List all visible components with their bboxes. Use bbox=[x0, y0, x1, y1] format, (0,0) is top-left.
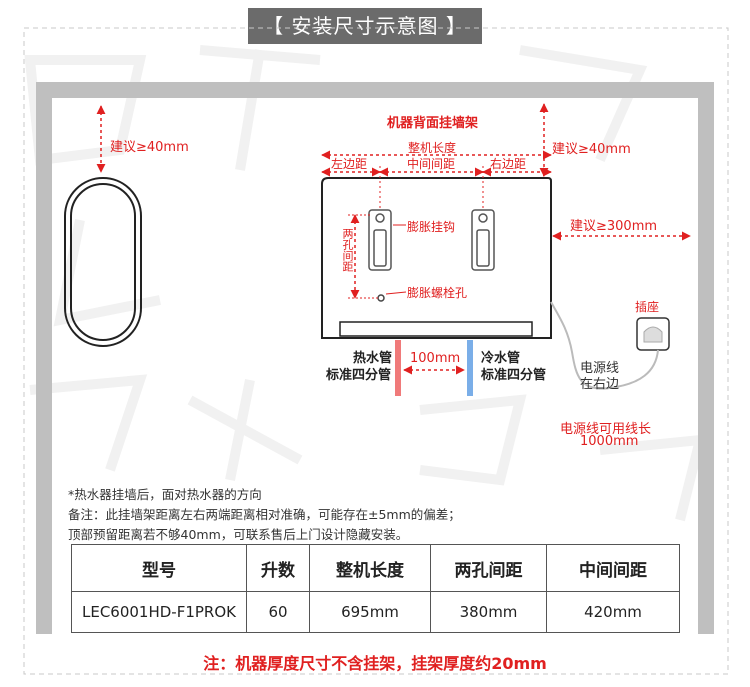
cord-length-label-1: 电源线可用线长 bbox=[560, 422, 652, 437]
hot-pipe-label-1: 热水管 bbox=[353, 351, 393, 366]
right-clearance-label: 建议≥300mm bbox=[570, 219, 658, 234]
power-cord-label-2: 在右边 bbox=[580, 377, 620, 392]
left-expansion-hook bbox=[368, 209, 392, 271]
note-line-3: 顶部预留距离若不够40mm，可联系售后上门设计隐藏安装。 bbox=[68, 527, 409, 542]
footer-note: 注：机器厚度尺寸不含挂架，挂架厚度约20mm bbox=[203, 654, 547, 673]
table-header: 升数 bbox=[246, 544, 310, 592]
spec-table: 型号 升数 整机长度 两孔间距 中间间距 LEC6001HD-F1PROK 60… bbox=[71, 544, 680, 633]
top-clearance-right-label: 建议≥40mm bbox=[552, 142, 631, 157]
table-header: 两孔间距 bbox=[430, 544, 547, 592]
hole-distance-label: 两孔间距 bbox=[341, 228, 354, 272]
hot-pipe-label-2: 标准四分管 bbox=[326, 368, 392, 383]
note-line-2: 备注：此挂墙架距离左右两端距离相对准确，可能存在±5mm的偏差； bbox=[68, 507, 461, 522]
table-cell-capacity: 60 bbox=[246, 591, 310, 633]
left-margin-label: 左边距 bbox=[331, 157, 368, 171]
expansion-hook-label: 膨胀挂钩 bbox=[407, 220, 456, 234]
top-clearance-label: 建议≥40mm bbox=[110, 140, 189, 155]
bracket-title-label: 机器背面挂墙架 bbox=[387, 116, 479, 131]
cold-pipe-label-2: 标准四分管 bbox=[481, 368, 547, 383]
wall-frame bbox=[36, 82, 714, 634]
table-header: 整机长度 bbox=[309, 544, 431, 592]
mirror-outer bbox=[64, 177, 142, 347]
dashed-border bbox=[23, 27, 729, 675]
right-expansion-hook bbox=[471, 209, 495, 271]
table-header: 中间间距 bbox=[546, 544, 680, 592]
table-cell-length: 695mm bbox=[309, 591, 431, 633]
center-distance-label: 中间间距 bbox=[407, 157, 456, 171]
table-row: LEC6001HD-F1PROK 60 695mm 380mm 420mm bbox=[71, 591, 680, 633]
table-cell-model: LEC6001HD-F1PROK bbox=[71, 591, 247, 633]
table-cell-center-distance: 420mm bbox=[546, 591, 680, 633]
mirror-inner bbox=[70, 183, 136, 341]
table-cell-hole-distance: 380mm bbox=[430, 591, 547, 633]
power-cord bbox=[550, 301, 659, 390]
cord-length-label-2: 1000mm bbox=[580, 434, 639, 449]
page-title: 【 安装尺寸示意图 】 bbox=[248, 8, 482, 44]
water-heater-bottom-panel bbox=[339, 321, 533, 337]
water-heater-body bbox=[321, 177, 552, 339]
overall-length-label: 整机长度 bbox=[408, 141, 457, 155]
cold-pipe-label-1: 冷水管 bbox=[481, 351, 521, 366]
socket-label: 插座 bbox=[635, 300, 660, 314]
pipe-gap-label: 100mm bbox=[410, 351, 461, 366]
note-line-1: *热水器挂墙后，面对热水器的方向 bbox=[68, 487, 262, 502]
table-header-row: 型号 升数 整机长度 两孔间距 中间间距 bbox=[71, 544, 680, 592]
table-header: 型号 bbox=[71, 544, 247, 592]
power-cord-label-1: 电源线 bbox=[580, 361, 620, 376]
right-margin-label: 右边距 bbox=[490, 157, 527, 171]
expansion-bolt-hole bbox=[377, 294, 385, 302]
expansion-bolt-hole-label: 膨胀螺栓孔 bbox=[407, 286, 468, 300]
